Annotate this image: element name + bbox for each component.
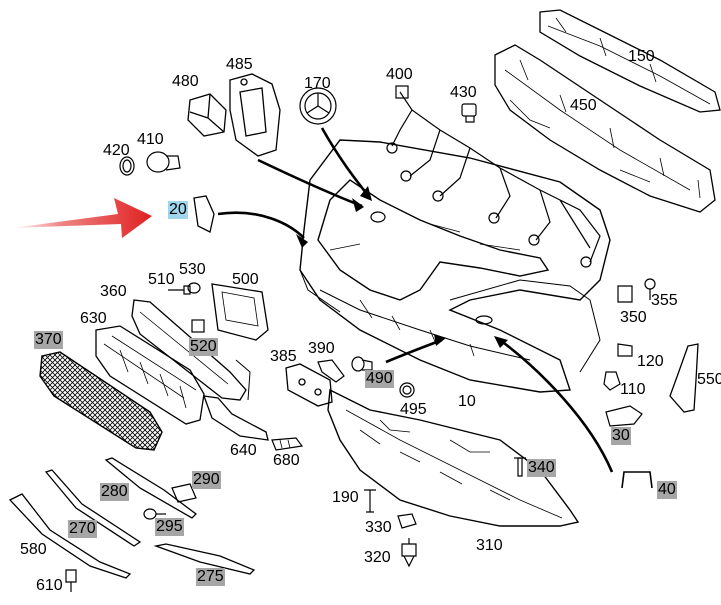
clip-40 — [621, 471, 653, 489]
trim-strip-580 — [8, 493, 132, 579]
callout-310: 310 — [476, 537, 503, 554]
parking-sensor-harness-400 — [386, 85, 601, 268]
clip-350 — [617, 285, 633, 303]
nut-530 — [187, 282, 201, 294]
callout-40: 40 — [657, 481, 677, 499]
grille-frame-360 — [131, 299, 251, 401]
callout-495: 495 — [400, 401, 427, 418]
sensor-430 — [461, 103, 477, 123]
emblem-mount — [370, 211, 386, 223]
callout-150: 150 — [628, 48, 655, 65]
callout-190: 190 — [332, 489, 359, 506]
callout-480: 480 — [172, 73, 199, 90]
screw-355 — [644, 278, 656, 300]
trim-strip-275 — [153, 543, 256, 575]
callout-270: 270 — [68, 520, 97, 538]
callout-450: 450 — [570, 97, 597, 114]
callout-20: 20 — [168, 201, 188, 219]
clip-320 — [401, 538, 417, 568]
bracket-385 — [285, 363, 333, 407]
clip-340 — [514, 457, 526, 477]
callout-360: 360 — [100, 283, 127, 300]
highlight-arrow — [12, 198, 152, 238]
callout-350: 350 — [620, 309, 647, 326]
callout-10: 10 — [458, 393, 476, 410]
sensor-ring-420 — [119, 156, 135, 176]
leader-arrowheads — [296, 186, 508, 348]
cover-30 — [605, 405, 643, 427]
bumper-sensor-hole — [475, 315, 493, 325]
bracket-550 — [669, 343, 699, 413]
callout-490: 490 — [365, 370, 394, 388]
lower-grille-370 — [39, 351, 163, 451]
screw-295 — [143, 508, 166, 520]
callout-295: 295 — [155, 518, 184, 536]
upper-trim-strip-150 — [539, 9, 721, 113]
clip-20 — [193, 195, 215, 233]
callout-170: 170 — [304, 75, 331, 92]
callout-320: 320 — [364, 549, 391, 566]
callout-550: 550 — [697, 371, 721, 388]
radar-module-480 — [187, 93, 227, 137]
callout-275: 275 — [196, 568, 225, 586]
callout-485: 485 — [226, 56, 253, 73]
callout-30: 30 — [611, 427, 631, 445]
sensor-bracket-485 — [229, 73, 281, 157]
callout-370: 370 — [34, 331, 63, 349]
clip-120 — [617, 343, 633, 357]
star-emblem-170 — [299, 87, 337, 125]
trim-strip-280 — [104, 457, 197, 519]
callout-290: 290 — [192, 471, 221, 489]
callout-385: 385 — [270, 348, 297, 365]
license-plate-holder-500 — [211, 283, 269, 341]
callout-400: 400 — [386, 66, 413, 83]
callout-120: 120 — [637, 353, 664, 370]
screw-190 — [364, 489, 376, 513]
trim-680 — [271, 437, 304, 451]
callout-390: 390 — [308, 340, 335, 357]
callout-510: 510 — [148, 271, 175, 288]
callout-630: 630 — [80, 310, 107, 327]
callout-280: 280 — [100, 483, 129, 501]
sensor-490 — [351, 356, 373, 372]
callout-520: 520 — [189, 338, 218, 356]
callout-355: 355 — [651, 292, 678, 309]
callout-500: 500 — [232, 271, 259, 288]
callout-330: 330 — [365, 519, 392, 536]
callout-640: 640 — [230, 442, 257, 459]
bracket-290 — [171, 483, 197, 503]
ring-495 — [399, 382, 415, 398]
callout-580: 580 — [20, 541, 47, 558]
callout-410: 410 — [137, 131, 164, 148]
trim-640 — [203, 395, 269, 441]
bumper-carrier-450 — [494, 44, 716, 213]
callout-430: 430 — [450, 84, 477, 101]
callout-530: 530 — [179, 261, 206, 278]
clip-110 — [603, 371, 621, 391]
nut-330 — [397, 513, 417, 529]
callout-110: 110 — [620, 381, 646, 398]
bracket-390 — [317, 359, 345, 383]
front-bumper-cover-10 — [299, 139, 611, 393]
clip-610 — [65, 569, 77, 592]
callout-340: 340 — [527, 459, 556, 477]
callout-420: 420 — [103, 142, 130, 159]
grille-support-630 — [95, 325, 205, 425]
underbody-panel-310 — [327, 388, 580, 527]
park-sensor-410 — [146, 151, 181, 173]
callout-610: 610 — [36, 577, 63, 594]
trim-strip-270 — [44, 469, 142, 547]
clip-520 — [191, 319, 205, 333]
callout-680: 680 — [273, 452, 300, 469]
